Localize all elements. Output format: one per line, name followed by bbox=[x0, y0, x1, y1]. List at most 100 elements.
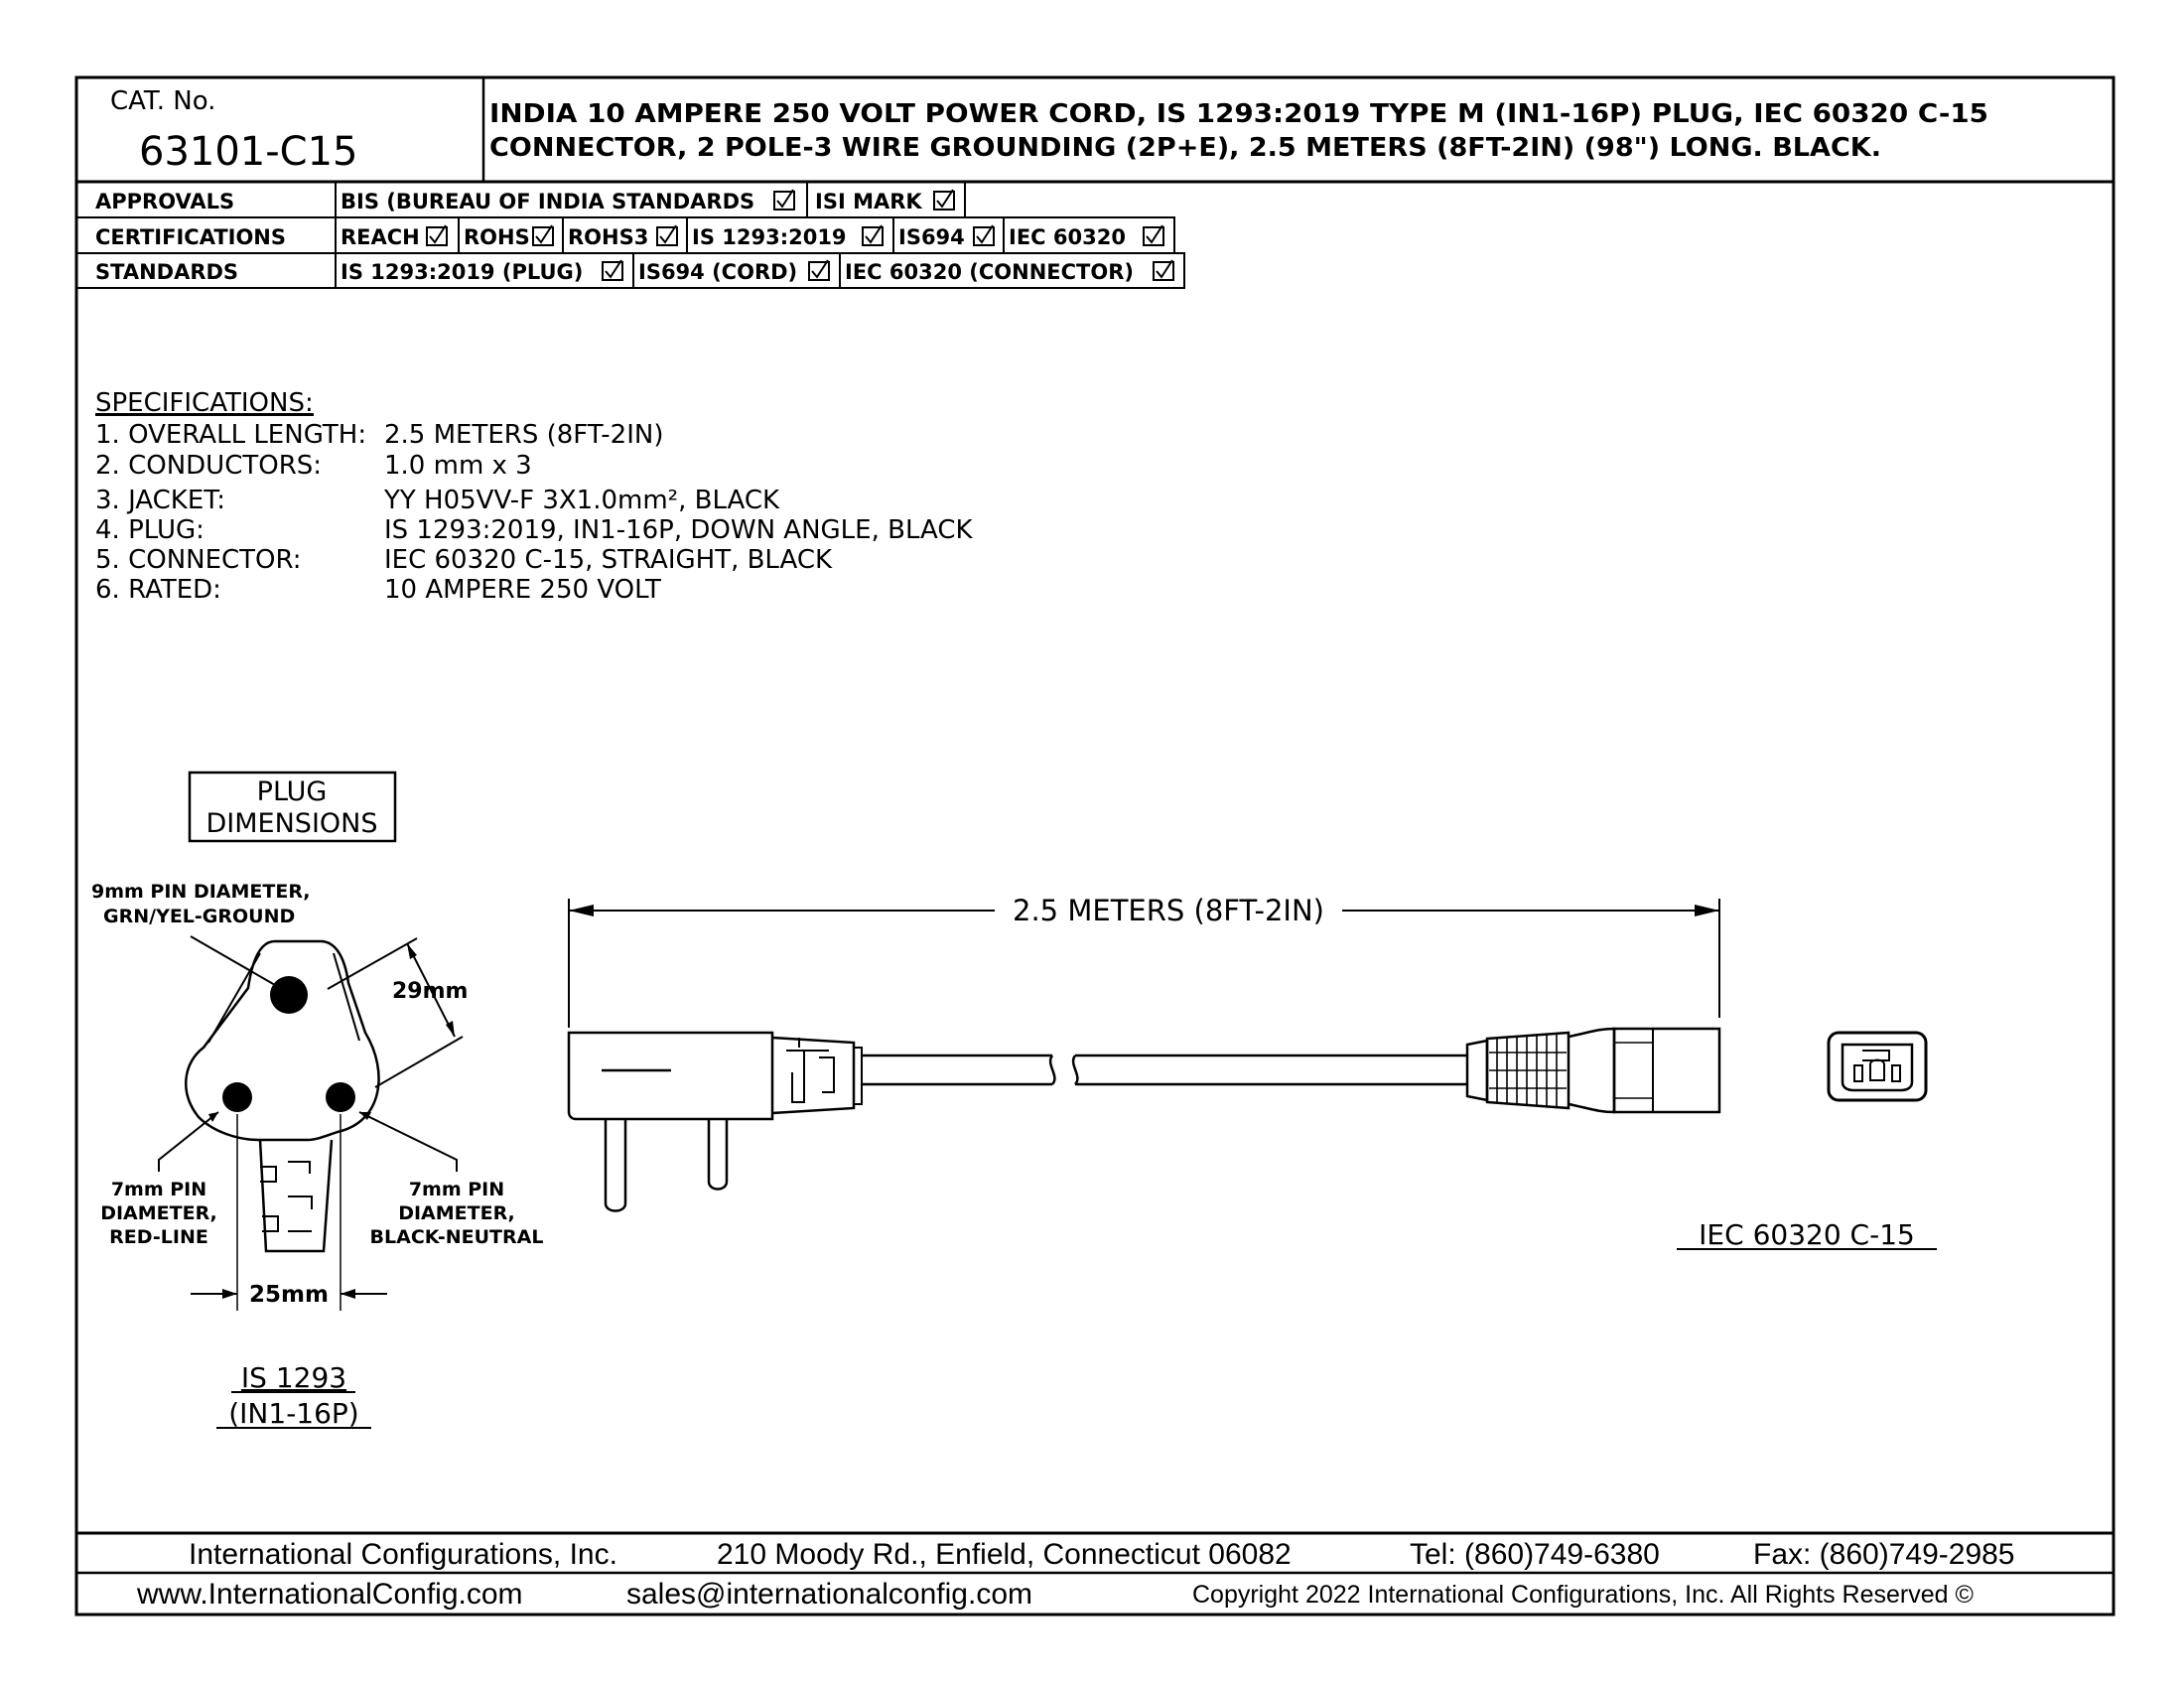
connector-tail bbox=[1465, 1039, 1489, 1102]
website-link[interactable]: www.InternationalConfig.com bbox=[136, 1578, 523, 1611]
plug-strain-relief bbox=[258, 1139, 334, 1253]
cat-number: 63101-C15 bbox=[139, 129, 358, 175]
neutral-pin-leader bbox=[358, 1111, 458, 1172]
height-dimension-line bbox=[406, 942, 456, 1038]
plug-face-outline bbox=[185, 939, 380, 1142]
cat-number-label: CAT. No. bbox=[110, 86, 215, 116]
leader-arrow-icon bbox=[208, 1112, 218, 1122]
description-line-1: INDIA 10 AMPERE 250 VOLT POWER CORD, IS … bbox=[489, 99, 1988, 129]
spec-label-2: 2. CONDUCTORS: bbox=[95, 451, 322, 481]
plug-grip-lines bbox=[260, 1166, 279, 1232]
description-line-2: CONNECTOR, 2 POLE-3 WIRE GROUNDING (2P+E… bbox=[489, 133, 1881, 163]
connector-strain-relief bbox=[1485, 1031, 1570, 1110]
plug-face-edge bbox=[333, 952, 360, 1042]
connector-notch bbox=[1862, 1050, 1890, 1061]
std-connector: IEC 60320 (CONNECTOR) bbox=[845, 260, 1134, 284]
connector-ground-contact bbox=[1869, 1058, 1885, 1081]
spec-value-2: 1.0 mm x 3 bbox=[384, 451, 532, 481]
line-pin-label-1: 7mm PIN bbox=[111, 1179, 206, 1200]
plug-grip-lines bbox=[288, 1161, 313, 1232]
plug-strain-relief-side bbox=[771, 1036, 856, 1115]
spec-value-3: YY H05VV-F 3X1.0mm², BLACK bbox=[383, 486, 780, 515]
connector-body bbox=[1612, 1027, 1721, 1114]
cert-rohs3: ROHS3 bbox=[568, 225, 648, 249]
company-name: International Configurations, Inc. bbox=[189, 1538, 617, 1571]
height-extension-line bbox=[327, 937, 418, 990]
connector-contact bbox=[1853, 1064, 1863, 1082]
ground-pin bbox=[270, 976, 308, 1014]
cert-reach: REACH bbox=[341, 225, 420, 249]
checkbox-checked-icon bbox=[656, 224, 678, 246]
connector-caption: IEC 60320 C-15 bbox=[1699, 1218, 1915, 1251]
connector-ribs bbox=[1489, 1034, 1567, 1107]
std-plug: IS 1293:2019 (PLUG) bbox=[341, 260, 583, 284]
approval-bis: BIS (BUREAU OF INDIA STANDARDS bbox=[341, 190, 754, 213]
copyright: Copyright 2022 International Configurati… bbox=[1192, 1581, 1974, 1609]
ground-pin-label-1: 9mm PIN DIAMETER, bbox=[91, 881, 311, 903]
cord-assembly-drawing: 2.5 METERS (8FT-2IN) bbox=[567, 894, 1937, 1251]
line-pin-leader bbox=[158, 1111, 219, 1172]
spec-label-5: 5. CONNECTOR: bbox=[95, 545, 302, 575]
neutral-pin bbox=[326, 1082, 355, 1112]
email-link[interactable]: sales@internationalconfig.com bbox=[626, 1578, 1032, 1611]
cord-length-label: 2.5 METERS (8FT-2IN) bbox=[1013, 894, 1324, 927]
approval-isi: ISI MARK bbox=[815, 190, 922, 213]
specifications: SPECIFICATIONS: 1. OVERALL LENGTH: 2.5 M… bbox=[95, 388, 974, 605]
width-dimension: 25mm bbox=[249, 1282, 329, 1308]
line-pin-label-2: DIAMETER, bbox=[100, 1202, 217, 1224]
plug-dimensions-title-1: PLUG bbox=[257, 776, 328, 807]
connector-face-outline bbox=[1827, 1031, 1928, 1102]
angled-plug-body bbox=[567, 1031, 774, 1121]
checkbox-checked-icon bbox=[973, 224, 995, 246]
checkbox-checked-icon bbox=[1153, 259, 1174, 281]
approvals-label: APPROVALS bbox=[95, 190, 234, 213]
spec-value-4: IS 1293:2019, IN1-16P, DOWN ANGLE, BLACK bbox=[384, 515, 974, 545]
plug-pin-side bbox=[604, 1119, 627, 1212]
checkbox-checked-icon bbox=[862, 224, 884, 246]
plug-face-edge bbox=[207, 952, 261, 1044]
checkbox-checked-icon bbox=[426, 224, 448, 246]
plug-caption-1: IS 1293 bbox=[241, 1361, 346, 1394]
line-pin bbox=[222, 1082, 252, 1112]
spec-label-4: 4. PLUG: bbox=[95, 515, 205, 545]
standards-row bbox=[75, 252, 1185, 289]
checkbox-checked-icon bbox=[1143, 224, 1164, 246]
cert-is1293: IS 1293:2019 bbox=[692, 225, 847, 249]
company-phone: Tel: (860)749-6380 bbox=[1410, 1538, 1660, 1571]
cord-break bbox=[1071, 1055, 1079, 1085]
spec-value-1: 2.5 METERS (8FT-2IN) bbox=[384, 420, 663, 450]
checkbox-checked-icon bbox=[532, 224, 554, 246]
leader-arrow-icon bbox=[359, 1112, 371, 1120]
checkbox-checked-icon bbox=[808, 259, 830, 281]
company-address: 210 Moody Rd., Enfield, Connecticut 0608… bbox=[717, 1538, 1292, 1571]
checkmark-icons bbox=[426, 189, 1174, 281]
connector-neck bbox=[1568, 1027, 1616, 1114]
compliance-table: APPROVALS BIS (BUREAU OF INDIA STANDARDS… bbox=[75, 181, 1185, 289]
plug-dimensions-box bbox=[188, 771, 397, 843]
spec-value-6: 10 AMPERE 250 VOLT bbox=[384, 575, 661, 605]
connector-face-cavity bbox=[1841, 1043, 1914, 1092]
connector-contact bbox=[1891, 1064, 1901, 1082]
cord-break bbox=[1048, 1055, 1056, 1085]
plug-pin-side bbox=[707, 1119, 729, 1191]
specifications-title: SPECIFICATIONS: bbox=[95, 388, 314, 418]
certifications-label: CERTIFICATIONS bbox=[95, 225, 286, 249]
neutral-pin-label-2: DIAMETER, bbox=[398, 1202, 515, 1224]
checkbox-checked-icon bbox=[602, 259, 623, 281]
plug-dimensions-title-2: DIMENSIONS bbox=[206, 808, 378, 839]
standards-label: STANDARDS bbox=[95, 260, 238, 284]
spec-label-6: 6. RATED: bbox=[95, 575, 221, 605]
spec-label-1: 1. OVERALL LENGTH: bbox=[95, 420, 366, 450]
company-fax: Fax: (860)749-2985 bbox=[1753, 1538, 2015, 1571]
spec-value-5: IEC 60320 C-15, STRAIGHT, BLACK bbox=[384, 545, 833, 575]
neutral-pin-label-1: 7mm PIN bbox=[409, 1179, 504, 1200]
line-pin-label-3: RED-LINE bbox=[109, 1226, 208, 1248]
cert-is694: IS694 bbox=[898, 225, 965, 249]
spec-label-3: 3. JACKET: bbox=[95, 486, 225, 515]
plug-grip-lines bbox=[786, 1038, 835, 1103]
plug-strain-relief-tip bbox=[854, 1047, 863, 1105]
cert-rohs: ROHS bbox=[464, 225, 530, 249]
plug-caption-2: (IN1-16P) bbox=[228, 1397, 358, 1430]
height-extension-line bbox=[374, 1036, 464, 1088]
